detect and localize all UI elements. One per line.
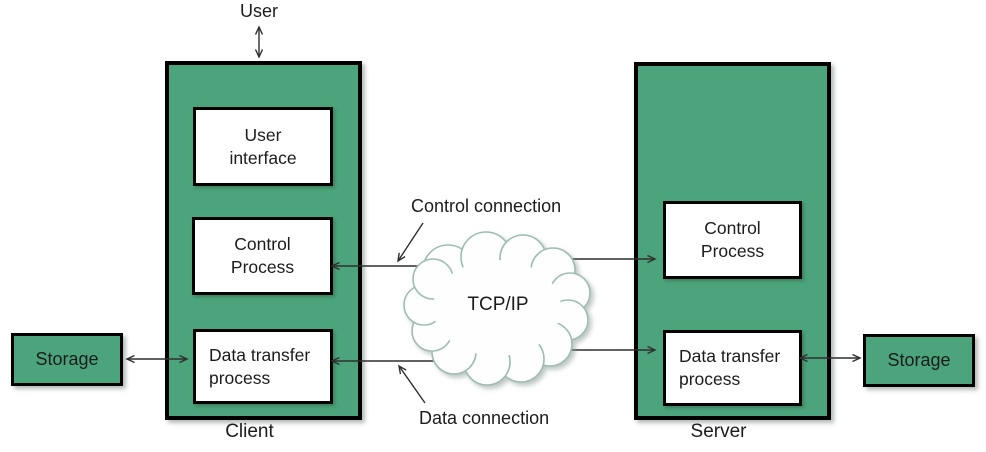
client-control-process-box: Control Process (192, 217, 333, 295)
control-label-leader-arrow (397, 222, 424, 263)
server-control-process-box: Control Process (663, 201, 802, 279)
data-label-leader-arrow (398, 364, 426, 404)
client-data-transfer-box: Data transfer process (193, 329, 333, 404)
client-box: User interface Control Process Data tran… (165, 61, 362, 442)
client-caption: Client (225, 421, 274, 442)
storage-left-box: Storage (11, 333, 123, 386)
user-interface-box: User interface (193, 107, 333, 186)
tcpip-cloud-label: TCP/IP (467, 294, 529, 315)
storage-right-box: Storage (863, 334, 975, 387)
server-caption: Server (690, 421, 747, 442)
data-connection-label: Data connection (419, 408, 550, 428)
control-connection-label: Control connection (411, 196, 562, 216)
server-box: Control Process Data transfer process Se… (634, 62, 831, 442)
server-data-transfer-box: Data transfer process (663, 330, 802, 406)
user-label: User (239, 1, 278, 21)
